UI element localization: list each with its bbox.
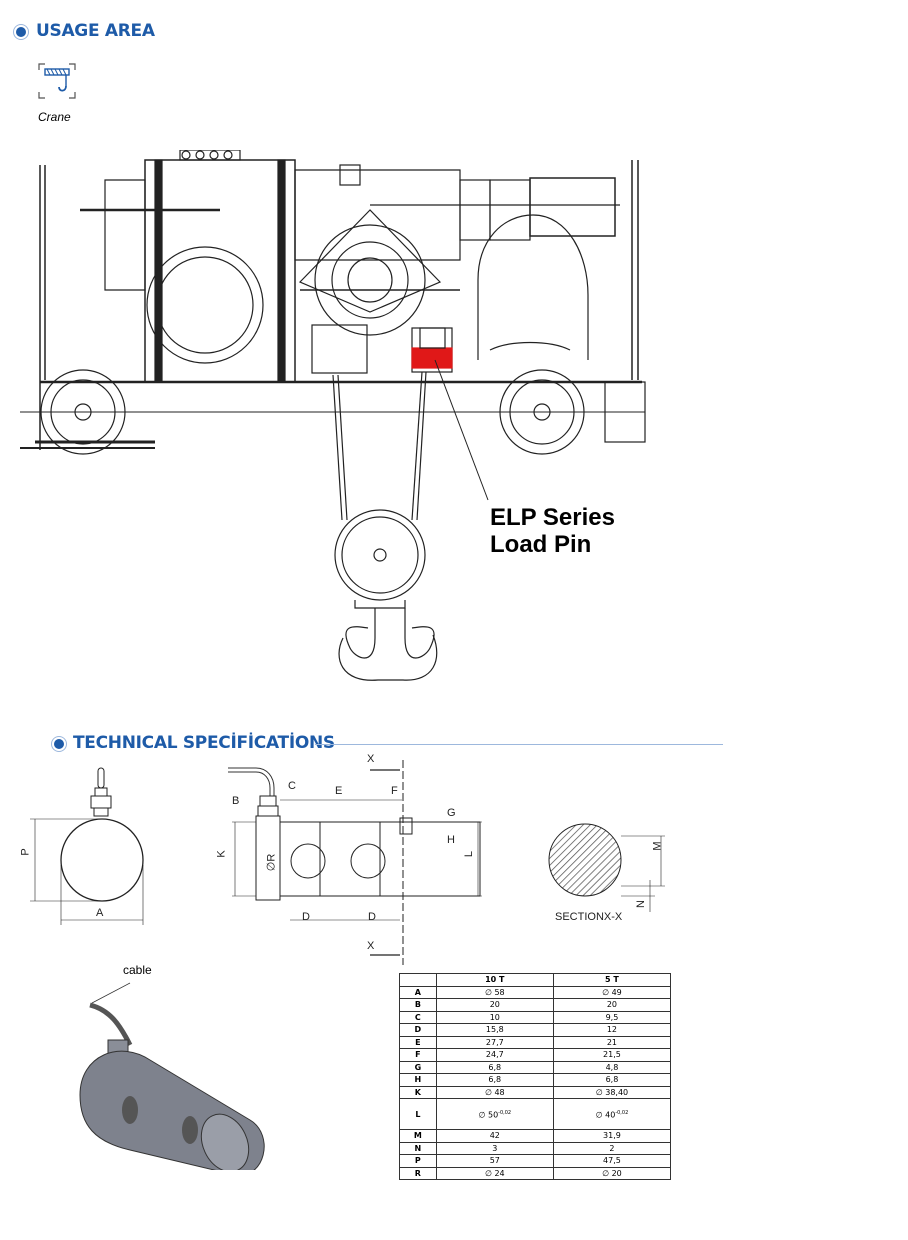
header-5t: 5 T: [552, 973, 672, 987]
value-5t: ∅ 40-0,02: [552, 1098, 672, 1130]
row-key: H: [399, 1073, 437, 1087]
row-key: D: [399, 1023, 437, 1037]
value-10t: 20: [435, 998, 554, 1012]
table-row: L ∅ 50-0,02 ∅ 40-0,02: [399, 1098, 672, 1130]
value-10t: 15,8: [435, 1023, 554, 1037]
dim-label-k: K: [215, 850, 228, 858]
row-key: G: [399, 1060, 437, 1074]
load-pin-end-view: [30, 767, 144, 925]
table-row: K∅ 48∅ 38,40: [399, 1085, 672, 1099]
dim-label-n: N: [634, 900, 647, 908]
section-x-top: X: [367, 753, 375, 765]
value-5t: ∅ 38,40: [552, 1085, 672, 1099]
value-10t: 27,7: [435, 1035, 554, 1049]
dim-label-e: E: [335, 785, 343, 797]
table-row: R∅ 24∅ 20: [399, 1166, 672, 1180]
section-bullet: [16, 27, 26, 37]
dim-label-c: C: [288, 780, 296, 792]
value-10t-tolerance: -0,02: [498, 1109, 512, 1116]
load-pin-3d-render: [79, 982, 265, 1170]
section-bullet: [54, 739, 64, 749]
dim-label-r: ∅R: [265, 853, 278, 872]
row-key: F: [399, 1048, 437, 1062]
value-5t: 6,8: [552, 1073, 672, 1087]
value-10t: 6,8: [435, 1073, 554, 1087]
section-x-x-view: [548, 823, 665, 912]
section-label: SECTIONX-X: [555, 911, 623, 923]
dim-label-d1: D: [302, 911, 310, 923]
row-key: R: [399, 1166, 437, 1180]
crane-label: Crane: [38, 110, 71, 124]
crane-trolley-drawing: [20, 150, 646, 681]
row-key: N: [399, 1141, 437, 1155]
dim-label-p: P: [19, 848, 32, 856]
value-10t: ∅ 24: [435, 1166, 554, 1180]
dim-label-h: H: [447, 834, 455, 846]
dim-label-f: F: [391, 785, 398, 797]
header-key: [399, 973, 437, 987]
row-key: C: [399, 1010, 437, 1024]
value-10t: ∅ 58: [435, 985, 554, 999]
value-5t-main: ∅ 40: [595, 1110, 616, 1120]
value-5t-tolerance: -0,02: [615, 1109, 629, 1116]
dim-label-a: A: [96, 907, 104, 919]
value-5t: 47,5: [552, 1154, 672, 1168]
value-10t: ∅ 50-0,02: [435, 1098, 554, 1130]
value-10t: 3: [435, 1141, 554, 1155]
table-header-row: 10 T 5 T: [399, 973, 672, 987]
callout-line-2: Load Pin: [490, 531, 592, 558]
callout-line-1: ELP Series: [490, 504, 615, 531]
row-key: M: [399, 1129, 437, 1143]
dim-label-m: M: [651, 841, 664, 851]
row-key: L: [399, 1098, 437, 1130]
value-10t: 10: [435, 1010, 554, 1024]
title-divider: [315, 744, 723, 745]
tech-spec-title: TECHNICAL SPECİFİCATİONS: [73, 733, 335, 753]
row-key: P: [399, 1154, 437, 1168]
value-5t: ∅ 49: [552, 985, 672, 999]
value-10t: ∅ 48: [435, 1085, 554, 1099]
load-pin-front-view: [228, 760, 482, 965]
value-5t: 21,5: [552, 1048, 672, 1062]
value-5t: 21: [552, 1035, 672, 1049]
dim-label-d2: D: [368, 911, 376, 923]
cable-label: cable: [123, 963, 152, 977]
value-5t: 20: [552, 998, 672, 1012]
value-5t: 12: [552, 1023, 672, 1037]
value-5t: ∅ 20: [552, 1166, 672, 1180]
header-10t: 10 T: [435, 973, 554, 987]
dim-label-b: B: [232, 795, 240, 807]
value-10t: 42: [435, 1129, 554, 1143]
value-5t: 9,5: [552, 1010, 672, 1024]
dim-label-l: L: [463, 850, 476, 858]
row-key: B: [399, 998, 437, 1012]
value-5t: 4,8: [552, 1060, 672, 1074]
dim-label-g: G: [447, 807, 456, 819]
value-5t: 31,9: [552, 1129, 672, 1143]
value-10t-main: ∅ 50: [478, 1110, 499, 1120]
value-10t: 24,7: [435, 1048, 554, 1062]
section-x-bottom: X: [367, 940, 375, 952]
row-key: E: [399, 1035, 437, 1049]
table-row: A∅ 58∅ 49: [399, 985, 672, 999]
usage-area-title: USAGE AREA: [36, 21, 155, 41]
value-10t: 6,8: [435, 1060, 554, 1074]
row-key: A: [399, 985, 437, 999]
crane-icon: [36, 60, 78, 102]
value-5t: 2: [552, 1141, 672, 1155]
row-key: K: [399, 1085, 437, 1099]
value-10t: 57: [435, 1154, 554, 1168]
